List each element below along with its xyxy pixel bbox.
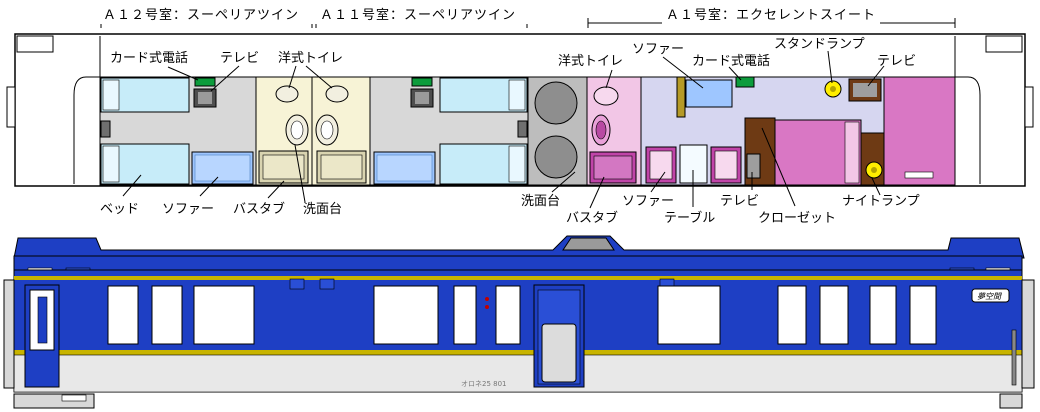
grab-rail-right [1011,329,1017,386]
toilet-a1 [593,86,619,106]
sofa-a1-top [685,79,733,108]
indicator-lamp-1 [485,297,489,301]
pillow-a11-lower [508,145,526,183]
label-card-phone-a12: カード式電話 [110,50,188,66]
window-a1-3 [819,285,849,345]
window-a1-4 [869,285,897,345]
sofa-a1-back [676,76,686,118]
card-phone-a1 [735,76,755,88]
toilet-a11 [325,85,349,103]
window-a12-3 [193,285,255,345]
suite-bedroom [883,76,956,186]
destination-sign-text: 夢空間 [977,292,1002,301]
window-a12-2 [151,285,183,345]
body-vent-2 [319,278,335,290]
header-bg-a12 [98,6,318,24]
window-a1-5 [909,285,937,345]
label-western-toilet-a: 洋式トイレ [278,51,343,66]
washbasin-a12-bowl [290,120,304,140]
bathtub-a11-inner [320,154,363,180]
window-a11-1 [373,285,439,345]
pillow-a12-upper [102,79,120,111]
skirt-step-right [999,393,1023,409]
label-table: テーブル [664,210,715,226]
end-diaphragm-left [3,279,15,389]
tv-a12-screen [198,92,212,104]
end-window-right [985,35,1023,53]
suite-window [904,171,934,179]
label-card-phone-a1: カード式電話 [692,53,770,69]
label-stand-lamp: スタンドランプ [774,37,865,52]
tv-a1-bottom [746,153,761,179]
sofa-a1-right-cushion [714,150,738,180]
leader-lines [122,50,885,209]
end-window-left [16,35,54,53]
washbasin-b-upper [534,81,578,125]
card-phone-a11 [411,77,433,87]
sofa-a11-cushion [376,154,433,182]
label-washbasin-b: 洗面台 [521,194,560,209]
body-vent-1 [289,278,305,290]
label-sofa-a12: ソファー [162,202,214,217]
bathtub-a1-inner [593,155,633,180]
car-skirt [13,354,1023,393]
label-tv-a12: テレビ [220,51,259,66]
destination-sign [971,288,1010,303]
window-a12-1 [107,285,139,345]
gold-stripe-lower [14,350,1022,355]
toilet-a12 [275,85,299,103]
header-room-a11: Ａ１１号室：スーペリアツイン [320,7,516,23]
coupler-left [6,86,16,128]
pillow-a11-upper [508,79,526,111]
side-view: 夢空間 オロネ25 801 [3,235,1035,409]
header-room-a1: Ａ１号室：エクセレントスイート [666,7,876,23]
stand-lamp-center [830,86,836,92]
vestibule-wall-left [73,36,101,184]
double-bed-pillow [844,121,860,184]
vestibule-door-pane [37,296,48,344]
label-western-toilet-b: 洋式トイレ [558,54,623,69]
bedside-table-a11 [517,120,528,138]
tv-a1-top-screen [853,83,877,97]
gold-stripe-upper [14,276,1022,280]
indicator-lamp-2 [485,305,489,309]
window-a11-2 [453,285,477,345]
card-phone-a12 [194,77,216,87]
washbasin-a1-bowl [595,120,607,140]
window-a1-1 [657,285,721,345]
bedside-table-a12 [100,120,111,138]
skirt-marker [61,394,87,402]
label-night-lamp: ナイトランプ [842,194,920,209]
night-lamp-center [871,167,877,173]
label-sofa-a1-top: ソファー [632,42,684,57]
coupler-right [1024,86,1034,128]
floor-plan: Ａ１２号室：スーペリアツイン Ａ１１号室：スーペリアツイン Ａ１号室：エクセレン… [6,6,1034,226]
tv-a11-screen [415,92,429,104]
window-a1-2 [777,285,807,345]
label-sofa-a1-bottom: ソファー [622,194,674,209]
label-washbasin-a: 洗面台 [303,202,342,217]
label-bathtub-b: バスタブ [566,210,618,226]
label-tv-a1-bottom: テレビ [720,194,759,209]
washbasin-a11-bowl [320,120,334,140]
label-tv-a1-top: テレビ [877,54,916,69]
header-room-a12: Ａ１２号室：スーペリアツイン [103,7,299,23]
label-bed: ベッド [100,202,139,217]
car-roof [13,235,1025,259]
sofa-a1-bottom-cushion [649,150,673,180]
roof-eave [13,255,1023,271]
roof-vent [562,237,615,251]
window-a11-3 [495,285,521,345]
header-bg-a1 [662,6,880,24]
side-door-window [541,323,577,383]
washbasin-b-lower [534,135,578,179]
header-bg-a11 [318,6,530,24]
label-bathtub-a: バスタブ [233,201,285,217]
pillow-a12-lower [102,145,120,183]
sofa-a12-cushion [194,154,251,182]
label-closet: クローゼット [758,211,836,226]
car-number: オロネ25 801 [461,380,507,388]
end-diaphragm-right [1021,279,1035,389]
